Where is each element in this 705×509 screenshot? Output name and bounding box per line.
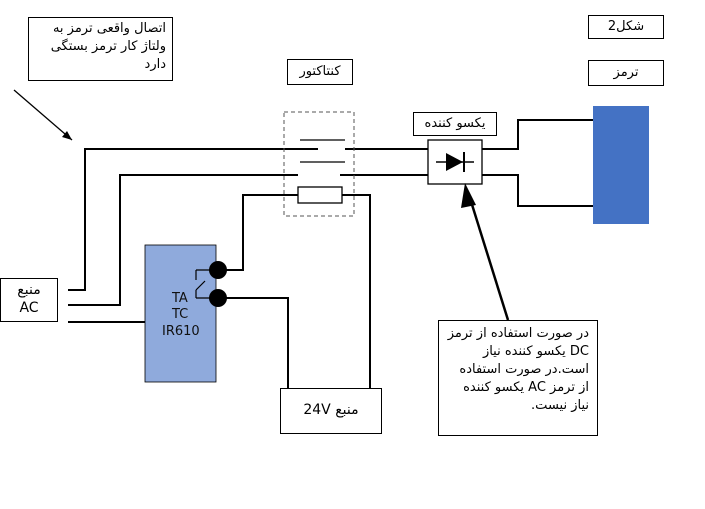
brake-label-box: ترمز [588, 60, 664, 86]
bottom-note: در صورت استفاده از ترمز DC یکسو کننده نی… [438, 320, 598, 436]
wire-coil-to-relay [215, 194, 298, 271]
contactor-label: کنتاکتور [299, 64, 341, 79]
wire-coil-to-source [342, 194, 371, 388]
top-note-text: اتصال واقعی ترمز به ولتاژ کار ترمز بستگی… [50, 21, 166, 72]
figure-label: شکل2 [607, 19, 645, 34]
relay-terminal-ta [209, 261, 227, 279]
contactor-label-box: کنتاکتور [287, 59, 353, 85]
top-note-arrow [13, 89, 73, 141]
ac-source-box: منبع AC [0, 278, 58, 322]
diode-icon [446, 153, 463, 171]
rectifier-label: یکسو کننده [424, 116, 486, 131]
wire-rectifier-brake-2 [482, 174, 595, 207]
ac-source-label: منبع [17, 282, 41, 298]
figure-label-box: شکل2 [588, 15, 664, 39]
relay-tc-label: TC [172, 307, 189, 322]
relay-switch-blade [195, 280, 206, 291]
wire-relay-to-source [215, 297, 289, 388]
bottom-note-text: در صورت استفاده از ترمز DC یکسو کننده نی… [447, 326, 589, 413]
brake-block [593, 106, 649, 224]
top-note-arrowhead [62, 131, 72, 140]
relay-ta-label: TA [172, 291, 188, 306]
wire-phase-1 [68, 148, 318, 291]
relay-terminal-tc [209, 289, 227, 307]
brake-label: ترمز [613, 65, 639, 80]
dc-source-label: منبع 24V [303, 402, 359, 418]
rectifier-label-box: یکسو کننده [413, 112, 497, 136]
wire-rectifier-brake-1 [482, 119, 595, 150]
dc-source-box: منبع 24V [280, 388, 382, 434]
top-note: اتصال واقعی ترمز به ولتاژ کار ترمز بستگی… [28, 17, 173, 81]
contactor-box [283, 111, 355, 217]
wire-phase-2 [68, 174, 298, 306]
ac-source-type: AC [19, 300, 39, 316]
bottom-note-arrow [467, 194, 510, 321]
contactor-coil [297, 186, 343, 204]
bottom-note-arrowhead [461, 183, 476, 208]
relay-model-label: IR610 [162, 324, 200, 339]
relay-box [144, 244, 217, 383]
